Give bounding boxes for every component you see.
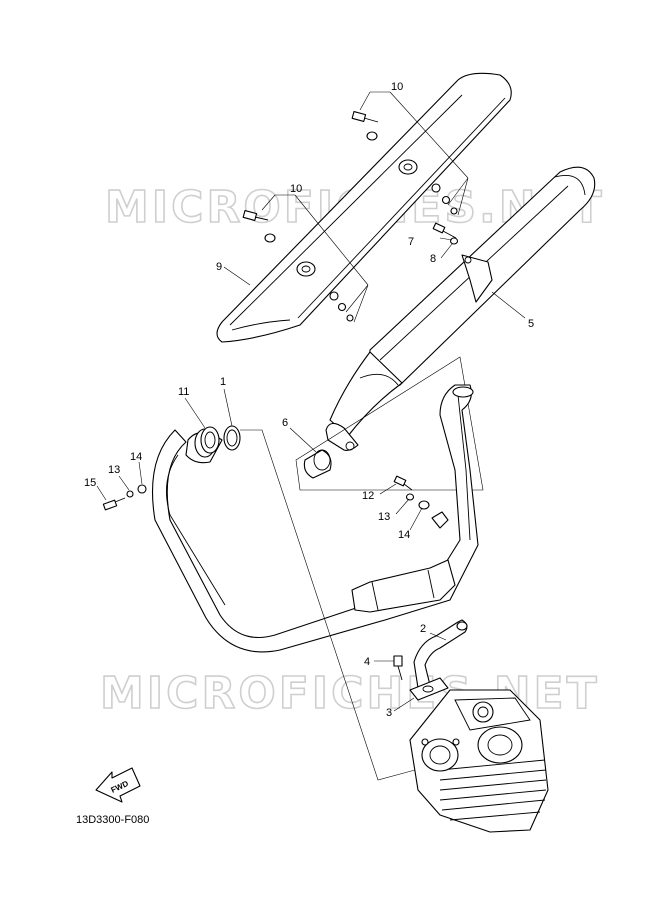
callout-14-right: 14 (398, 529, 410, 541)
fastener-set-10-upper (351, 91, 469, 216)
callout-labels: 10 10 9 7 8 5 11 1 6 15 13 14 12 13 14 2… (84, 81, 534, 719)
assembly-outline-6 (295, 356, 484, 491)
callout-2: 2 (420, 623, 426, 635)
gasket-11 (200, 426, 220, 454)
bolt-12-set-right (393, 475, 430, 510)
muffler-clamp (325, 422, 359, 451)
callout-13-right: 13 (378, 511, 390, 523)
fastener-set-10-lower (242, 194, 369, 323)
callout-3: 3 (386, 707, 392, 719)
callout-8: 8 (430, 253, 436, 265)
heat-protector (216, 72, 512, 343)
callout-13-left: 13 (108, 464, 120, 476)
exhaust-pipe (152, 384, 479, 653)
callout-14-left: 14 (130, 451, 142, 463)
muffler (329, 166, 596, 437)
callout-6: 6 (282, 417, 288, 429)
gasket-6 (303, 449, 332, 479)
callout-9: 9 (216, 261, 222, 273)
gasket-3 (409, 677, 449, 701)
fwd-arrow-icon: FWD (95, 767, 141, 803)
air-induction-pipe (413, 619, 468, 689)
callout-1: 1 (220, 376, 226, 388)
callout-11: 11 (178, 386, 189, 398)
callout-7: 7 (408, 236, 414, 248)
reference-line-gasket (240, 429, 416, 781)
diagram-code: 13D3300-F080 (76, 814, 149, 826)
callout-15: 15 (84, 477, 96, 489)
callout-4: 4 (364, 656, 370, 668)
callout-12: 12 (362, 490, 374, 502)
callout-10-lower: 10 (290, 183, 302, 195)
callout-5: 5 (528, 318, 534, 330)
engine-cylinder (409, 689, 549, 833)
gasket-1 (223, 425, 241, 451)
bolt-15-set-left (102, 484, 147, 511)
leader-lines (96, 237, 526, 712)
bolt-7-washer-8 (432, 222, 459, 245)
callout-10-upper: 10 (391, 81, 403, 93)
